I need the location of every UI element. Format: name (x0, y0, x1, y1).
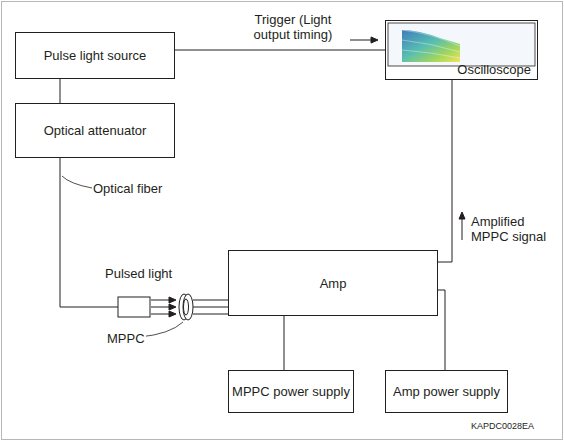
part-label: Pulsed light (104, 266, 173, 281)
connector (284, 316, 285, 370)
component-box: Amp (228, 250, 438, 316)
mppc-symbol (179, 294, 193, 320)
fiber-end (118, 297, 150, 317)
connector (60, 79, 61, 103)
node-text: Pulse light source (44, 48, 147, 63)
component-box: MPPC power supply (228, 370, 354, 413)
connector (438, 290, 445, 370)
part-label: Optical fiber (92, 181, 163, 196)
node-text: Amp (320, 276, 347, 291)
component-box: Amp power supply (385, 370, 508, 413)
leader-line (140, 322, 183, 337)
scope-trace (402, 30, 460, 62)
component-box: Optical attenuator (15, 103, 175, 158)
connector (175, 50, 385, 51)
leader-line (62, 176, 92, 188)
connector (438, 80, 452, 262)
mppc-pins (193, 300, 228, 314)
light-arrows (151, 297, 176, 317)
node-text: Optical attenuator (44, 123, 147, 138)
instrument-box: Oscilloscope (385, 20, 538, 80)
edge-label: Trigger (Light output timing) (236, 12, 350, 42)
part-label: MPPC (106, 331, 146, 346)
part-label: Amplified MPPC signal (470, 214, 554, 244)
node-text: Oscilloscope (457, 62, 531, 77)
figure-code: KAPDC0028EA (470, 421, 535, 432)
direction-arrow (350, 37, 465, 240)
scope-screen (388, 23, 535, 66)
component-box: Pulse light source (15, 32, 175, 79)
node-text: MPPC power supply (232, 384, 350, 399)
node-text: Amp power supply (393, 384, 500, 399)
